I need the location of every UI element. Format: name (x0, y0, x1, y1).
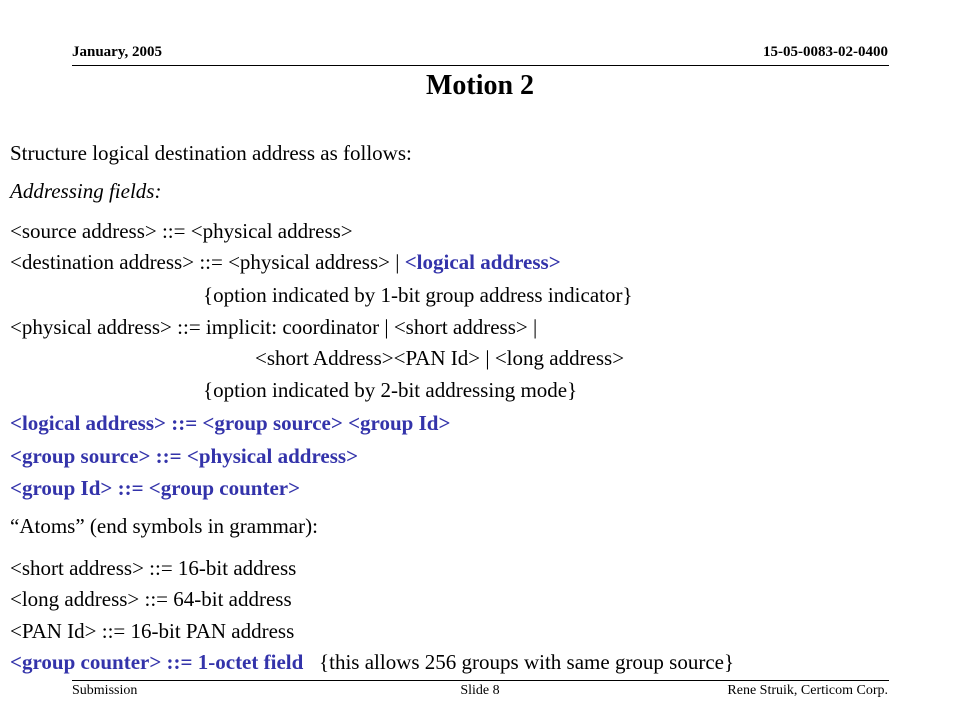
intro-text: Structure logical destination address as… (10, 141, 412, 165)
header-divider (72, 65, 889, 66)
header-doc-number: 15-05-0083-02-0400 (763, 44, 888, 60)
long-address-atom: <long address> ::= 64-bit address (10, 587, 292, 611)
physical-address-note: {option indicated by 2-bit addressing mo… (203, 378, 578, 402)
physical-address-rule: <physical address> ::= implicit: coordin… (10, 315, 538, 339)
physical-address-rule-continued: <short Address><PAN Id> | <long address> (255, 346, 625, 370)
destination-address-note: {option indicated by 1-bit group address… (203, 283, 633, 307)
footer-submission: Submission (72, 683, 138, 698)
short-address-atom: <short address> ::= 16-bit address (10, 556, 297, 580)
footer-author: Rene Struik, Certicom Corp. (727, 683, 888, 698)
group-source-rule: <group source> ::= <physical address> (10, 444, 359, 468)
logical-address-option: <logical address> (404, 250, 561, 274)
footer-slide-number: Slide 8 (460, 683, 500, 698)
destination-address-rule: <destination address> ::= <physical addr… (10, 250, 561, 275)
footer-divider (72, 680, 889, 681)
group-id-rule: <group Id> ::= <group counter> (10, 476, 301, 500)
group-counter-rule: <group counter> ::= 1-octet field (10, 650, 304, 674)
destination-address-text: <destination address> ::= <physical addr… (10, 250, 405, 274)
atoms-heading: “Atoms” (end symbols in grammar): (10, 514, 318, 538)
slide-title: Motion 2 (425, 70, 535, 101)
logical-address-rule: <logical address> ::= <group source> <gr… (10, 411, 451, 435)
source-address-rule: <source address> ::= <physical address> (10, 219, 353, 243)
addressing-heading: Addressing fields: (10, 179, 162, 203)
group-counter-note: {this allows 256 groups with same group … (303, 650, 735, 674)
pan-id-atom: <PAN Id> ::= 16-bit PAN address (10, 619, 295, 643)
group-counter-atom: <group counter> ::= 1-octet field {this … (10, 650, 734, 675)
header-date: January, 2005 (72, 44, 163, 60)
